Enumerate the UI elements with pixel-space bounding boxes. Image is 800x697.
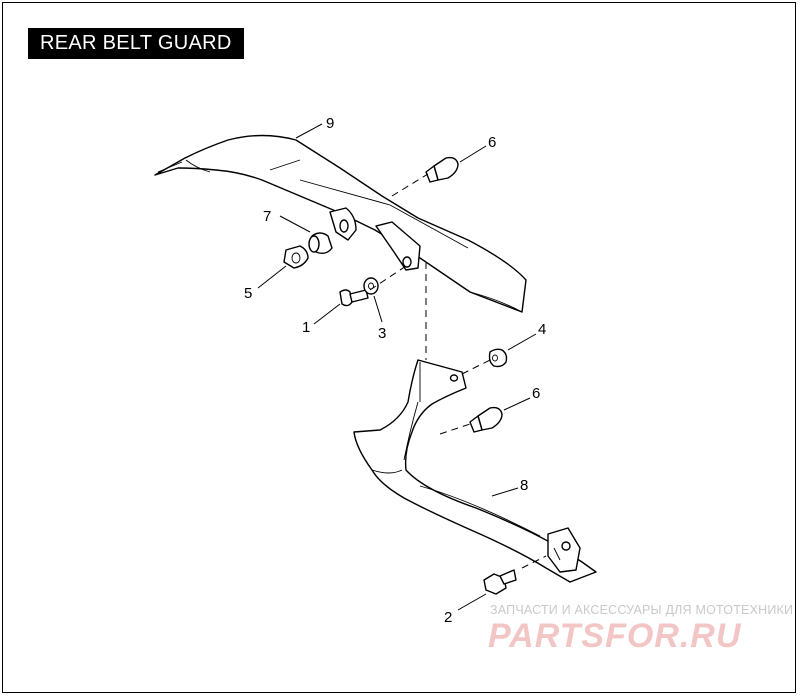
part-3-washer: [363, 277, 379, 295]
callout-3: 3: [378, 325, 386, 342]
watermark-tagline: ЗАПЧАСТИ И АКСЕССУАРЫ ДЛЯ МОТОТЕХНИКИ: [490, 603, 794, 617]
leader-lines: [257, 123, 537, 611]
part-8-lower-belt-guard: [353, 359, 597, 583]
callout-4: 4: [538, 321, 546, 338]
part-4-acorn-nut: [488, 348, 508, 368]
part-1-screw: [339, 289, 369, 307]
callout-5: 5: [244, 285, 252, 302]
part-9-upper-belt-guard: [154, 134, 527, 313]
callout-6-upper: 6: [488, 134, 496, 151]
part-6-upper-acorn-nut: [425, 156, 459, 183]
callout-6-lower: 6: [532, 385, 540, 402]
part-7-grommet: [308, 232, 333, 255]
assembly-lines: [369, 173, 547, 569]
callout-8: 8: [520, 477, 528, 494]
callout-7: 7: [263, 208, 271, 225]
part-2-flange-bolt: [483, 569, 517, 595]
part-6-lower-acorn-nut: [469, 406, 503, 433]
callout-1: 1: [302, 319, 310, 336]
callout-2: 2: [444, 609, 452, 626]
watermark-logo: PARTSFOR.RU: [488, 617, 742, 655]
callout-9: 9: [326, 115, 334, 132]
part-5-sleeve: [283, 245, 309, 269]
diagram-title: REAR BELT GUARD: [28, 28, 244, 59]
